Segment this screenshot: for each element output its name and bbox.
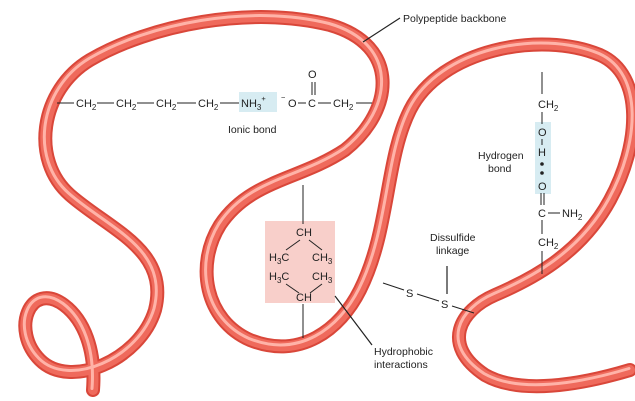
- hbond-dot-1: [540, 162, 544, 166]
- hb-oxygen-bottom: O: [538, 181, 547, 193]
- hydrophobic-highlight: [265, 221, 335, 303]
- ch2-group-end: CH2: [333, 98, 354, 112]
- hydrogen-label-line1: Hydrogen: [478, 150, 524, 162]
- disulfide-label-line2: linkage: [436, 245, 469, 257]
- hbond-dot-2: [540, 171, 544, 175]
- hydrophobic-group: CH H3C CH3 H3C CH3 CH: [265, 185, 335, 338]
- hb-nh2: NH2: [562, 208, 583, 222]
- ionic-bond-label: Ionic bond: [228, 124, 277, 136]
- sulfur-1: S: [406, 288, 413, 300]
- sulfur-2: S: [441, 299, 448, 311]
- ch-bottom: CH: [296, 292, 312, 304]
- backbone-leader-line: [362, 17, 401, 43]
- ionic-bond-chain: CH2 CH2 CH2 CH2 NH3+ − O C O CH2: [57, 69, 372, 112]
- oxygen-ion: O: [288, 98, 297, 110]
- ionic-highlight: [239, 92, 277, 112]
- hydrogen-bond-chain: CH2 O H O C NH2 CH2: [535, 72, 583, 274]
- ch2-group-1: CH2: [76, 98, 97, 112]
- hb-ch2-bottom: CH2: [538, 237, 559, 251]
- backbone-label: Polypeptide backbone: [403, 13, 506, 25]
- ch2-group-4: CH2: [198, 98, 219, 112]
- hydrogen-bond-highlight: [535, 122, 551, 194]
- disulfide-linkage: S S: [382, 266, 475, 314]
- polypeptide-backbone-tube: [24, 16, 633, 390]
- hydrophobic-leader-line: [334, 295, 373, 346]
- hydrophobic-label-line2: interactions: [374, 359, 428, 371]
- carboxyl-carbon: C: [308, 98, 316, 110]
- ch3-top: CH3: [312, 252, 333, 266]
- double-bond-oxygen: O: [308, 69, 317, 81]
- nh3-plus: NH3+: [241, 94, 266, 112]
- ch2-group-3: CH2: [156, 98, 177, 112]
- hb-ch2-top: CH2: [538, 99, 559, 113]
- ch2-group-2: CH2: [116, 98, 137, 112]
- disulfide-label-line1: Dissulfide: [430, 232, 476, 244]
- h3c-bottom: H3C: [269, 271, 289, 285]
- hb-oxygen-top: O: [538, 127, 547, 139]
- hydrophobic-label-line1: Hydrophobic: [374, 346, 433, 358]
- hb-hydrogen: H: [538, 147, 546, 159]
- carboxyl-minus: −: [281, 93, 286, 102]
- ch3-bottom: CH3: [312, 271, 333, 285]
- hydrogen-label-line2: bond: [488, 163, 512, 175]
- ch-top: CH: [296, 227, 312, 239]
- hb-carbon: C: [538, 208, 546, 220]
- h3c-top: H3C: [269, 252, 289, 266]
